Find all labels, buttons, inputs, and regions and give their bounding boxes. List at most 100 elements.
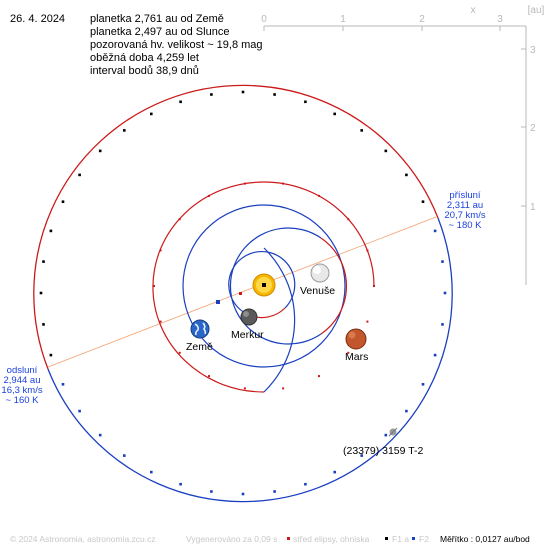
- orbit-point-markers: [39, 90, 447, 496]
- venus-orbit-blue: [229, 227, 322, 345]
- asteroid-orbit-point: [123, 129, 126, 132]
- mercury-orbit-blue: [228, 251, 296, 316]
- asteroid-orbit-point: [49, 229, 53, 233]
- asteroid-orbit-point: [333, 112, 336, 116]
- asteroid-orbit-point: [384, 149, 388, 153]
- asteroid-orbit-point: [441, 323, 444, 326]
- venus-orbit-red: [320, 237, 348, 335]
- mars-orbit-point: [347, 218, 350, 221]
- x-axis-label: x: [471, 5, 476, 16]
- asteroid-orbit-point: [360, 454, 363, 457]
- asteroid-orbit-point: [333, 470, 336, 474]
- y-tick-label: 2: [530, 123, 536, 134]
- mars-orbit-point: [282, 387, 285, 390]
- asteroid-orbit-point: [179, 100, 182, 104]
- legend-f1-text: F1 a: [392, 534, 409, 544]
- unit-label: [au]: [528, 5, 545, 16]
- sun: [252, 273, 276, 297]
- footer: © 2024 Astronomia, astronomia.zcu.cz Vyg…: [10, 534, 530, 544]
- asteroid-orbit-point: [304, 100, 307, 104]
- asteroid-orbit-point: [433, 353, 437, 357]
- mars-orbit-point: [318, 194, 320, 197]
- asteroid-orbit-point: [123, 454, 126, 457]
- mars-label: Mars: [345, 351, 368, 363]
- aphelion-title: odsluní: [7, 365, 38, 376]
- mars: [345, 328, 367, 350]
- mercury: [240, 308, 258, 326]
- mercury-label: Merkur: [231, 329, 264, 341]
- asteroid-orbit-point: [273, 490, 276, 493]
- aphelion-temperature: ~ 160 K: [5, 395, 39, 406]
- asteroid-orbit-point: [61, 200, 65, 203]
- focus-f2-marker: [216, 300, 220, 304]
- legend-f2-marker: [412, 537, 415, 540]
- info-block: planetka 2,761 au od Země planetka 2,497…: [90, 13, 263, 77]
- mars-orbit-point: [159, 249, 162, 252]
- asteroid-orbit-point: [241, 492, 245, 496]
- mars-orbit-point: [153, 285, 155, 287]
- mars-orbit-blue: [263, 247, 296, 393]
- asteroid-orbit-point: [49, 353, 53, 357]
- focus-f1-marker: [262, 283, 266, 287]
- axes: 0 1 2 3 x [au] 3 2 1: [261, 5, 545, 285]
- asteroid-label: (23379) 3159 T-2: [343, 445, 424, 457]
- perihelion-label: přísluní 2,311 au 20,7 km/s ~ 180 K: [444, 190, 485, 231]
- mars-orbit-point: [243, 182, 246, 185]
- mars-orbit-point: [347, 351, 350, 354]
- venus-label: Venuše: [300, 285, 335, 297]
- y-tick-label: 1: [530, 202, 536, 213]
- x-tick-label: 0: [261, 14, 267, 25]
- x-tick-label: 3: [497, 14, 503, 25]
- asteroid-orbit-point: [61, 383, 65, 386]
- asteroid-orbit-point: [421, 200, 425, 203]
- asteroid-orbit-point: [360, 129, 363, 132]
- asteroid-orbit-point: [179, 482, 182, 486]
- asteroid-orbit-point: [273, 93, 276, 96]
- mars-orbit-point: [318, 375, 320, 378]
- asteroid-orbit-point: [384, 433, 388, 437]
- venus: [310, 263, 330, 283]
- asteroid-orbit-point: [42, 323, 45, 326]
- asteroid-orbit-point: [441, 260, 444, 263]
- mars-orbit-point: [373, 285, 375, 287]
- y-tick-label: 3: [530, 45, 536, 56]
- info-sun-distance: planetka 2,497 au od Slunce: [90, 26, 229, 38]
- asteroid-orbit-point: [150, 112, 153, 116]
- asteroid-orbit-far: [47, 217, 453, 503]
- asteroid-orbit-point: [241, 90, 245, 94]
- asteroid-orbit-point: [39, 291, 43, 295]
- asteroid-orbit-point: [405, 173, 408, 177]
- info-earth-distance: planetka 2,761 au od Země: [90, 13, 224, 25]
- asteroid-orbit-point: [78, 409, 81, 413]
- mars-orbit-point: [366, 320, 369, 323]
- asteroid-orbit-point: [98, 433, 102, 437]
- asteroid-orbit-near: [33, 84, 439, 370]
- perihelion-temperature: ~ 180 K: [448, 220, 482, 231]
- legend-center-marker: [287, 537, 290, 540]
- asteroid-orbit-point: [210, 93, 213, 96]
- asteroid-orbit-point: [78, 173, 81, 177]
- mars-orbit-point: [208, 375, 210, 378]
- asteroid-orbit-point: [443, 291, 447, 295]
- asteroid-orbit-point: [98, 149, 102, 153]
- mars-orbit-point: [178, 351, 181, 354]
- earth-orbit: [182, 204, 346, 368]
- aphelion-speed: 16,3 km/s: [1, 385, 42, 396]
- asteroid-orbit-point: [421, 383, 425, 386]
- perihelion-speed: 20,7 km/s: [444, 210, 485, 221]
- x-tick-label: 2: [419, 14, 425, 25]
- earth-label: Země: [186, 341, 213, 353]
- copyright-text: © 2024 Astronomia, astronomia.zcu.cz: [10, 534, 156, 544]
- asteroid-orbit-point: [304, 482, 307, 486]
- legend-f2-text: F2: [419, 534, 429, 544]
- mars-orbit-red: [152, 181, 375, 393]
- legend-center-text: střed elipsy, ohniska: [293, 534, 370, 544]
- asteroid-orbit-point: [150, 470, 153, 474]
- mars-orbit-point: [366, 249, 369, 252]
- info-orbital-period: oběžná doba 4,259 let: [90, 52, 199, 64]
- earth: [190, 319, 210, 339]
- asteroid-orbit-point: [42, 260, 45, 263]
- generated-time: Vygenerováno za 0,09 s: [186, 534, 277, 544]
